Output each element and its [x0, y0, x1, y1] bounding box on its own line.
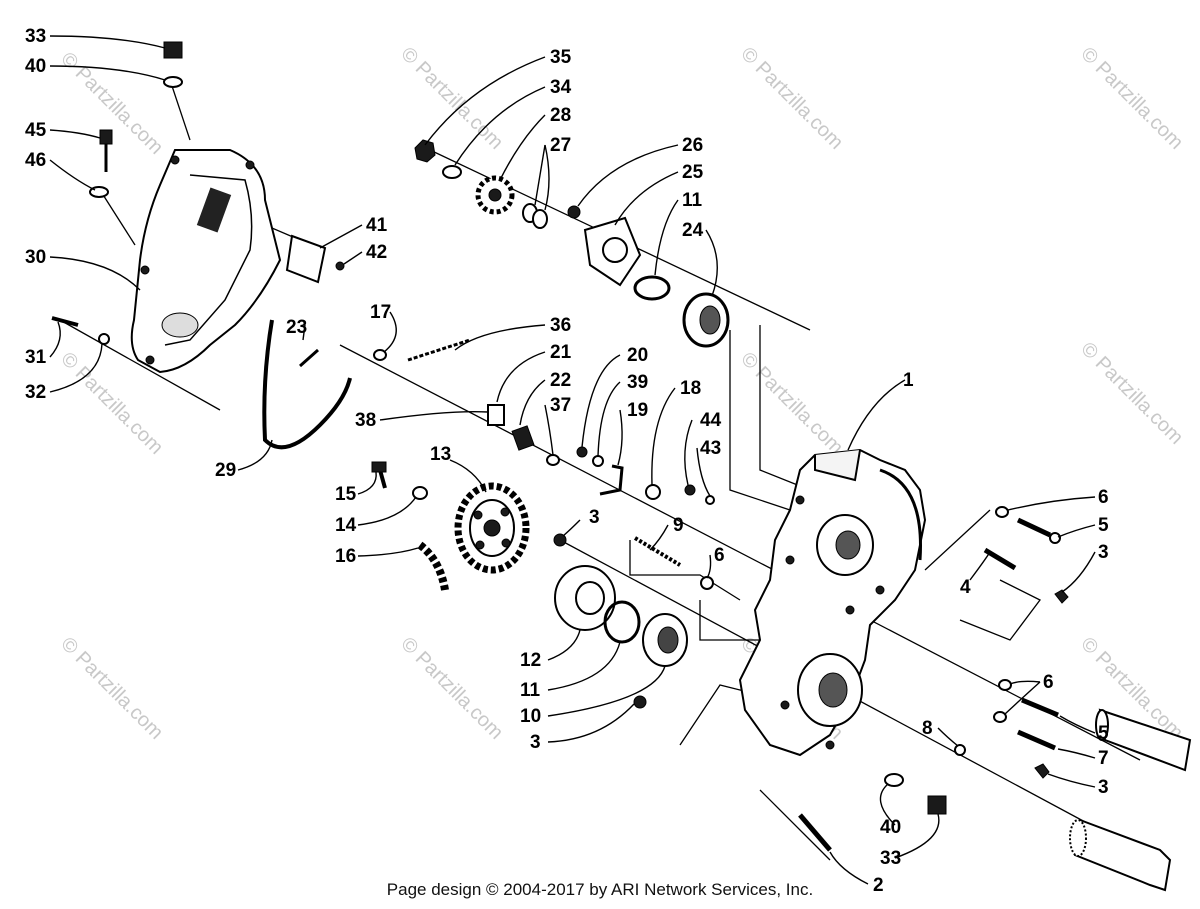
sprocket-assembly	[371, 461, 530, 591]
callout-5: 5	[1098, 515, 1109, 536]
fill-plug	[163, 41, 183, 88]
callout-14: 14	[335, 515, 357, 536]
callout-20: 20	[627, 345, 648, 366]
callout-15: 15	[335, 484, 357, 505]
callout-32: 32	[25, 382, 46, 403]
callout-38: 38	[355, 410, 376, 431]
callout-23: 23	[286, 317, 307, 338]
callout-16: 16	[335, 546, 356, 567]
callout-6: 6	[714, 545, 725, 566]
cover-bolt	[51, 316, 110, 345]
callout-7: 7	[1098, 748, 1109, 769]
watermark-layer: © Partzilla.com © Partzilla.com © Partzi…	[56, 43, 1187, 744]
callout-12: 12	[520, 650, 541, 671]
gear-case-cover	[130, 149, 282, 374]
callout-39: 39	[627, 372, 648, 393]
callout-40: 40	[25, 56, 46, 77]
callout-11: 11	[682, 190, 703, 211]
callout-9: 9	[673, 515, 684, 536]
page-footer: Page design © 2004-2017 by ARI Network S…	[386, 880, 814, 899]
callout-13: 13	[430, 444, 451, 465]
callout-30: 30	[25, 247, 46, 268]
watermark: © Partzilla.com	[1076, 338, 1187, 449]
callout-2: 2	[873, 875, 884, 896]
watermark: © Partzilla.com	[736, 43, 847, 154]
callout-5: 5	[1098, 723, 1109, 744]
level-plug	[89, 129, 113, 198]
callout-40: 40	[880, 817, 901, 838]
callout-21: 21	[550, 342, 572, 363]
callout-42: 42	[366, 242, 387, 263]
splined-shafts	[1069, 708, 1192, 892]
watermark: © Partzilla.com	[396, 43, 507, 154]
callout-19: 19	[627, 400, 648, 421]
callout-3: 3	[530, 732, 541, 753]
callout-33: 33	[880, 848, 901, 869]
callout-34: 34	[550, 77, 572, 98]
callout-45: 45	[25, 120, 47, 141]
callout-3: 3	[1098, 542, 1109, 563]
callout-8: 8	[922, 718, 933, 739]
callout-26: 26	[682, 135, 703, 156]
callout-4: 4	[960, 577, 971, 598]
watermark: © Partzilla.com	[736, 348, 847, 459]
callout-6: 6	[1098, 487, 1109, 508]
callout-18: 18	[680, 378, 701, 399]
drive-chain-cable	[262, 319, 352, 450]
callout-36: 36	[550, 315, 571, 336]
callout-25: 25	[682, 162, 704, 183]
callout-6: 6	[1043, 672, 1054, 693]
chaincase-housing	[738, 448, 927, 757]
callout-31: 31	[25, 347, 47, 368]
watermark: © Partzilla.com	[396, 633, 507, 744]
bottom-hardware	[798, 773, 947, 852]
watermark: © Partzilla.com	[56, 633, 167, 744]
callout-3: 3	[1098, 777, 1109, 798]
callout-24: 24	[682, 220, 704, 241]
callout-11: 11	[520, 680, 541, 701]
leader-lines	[49, 35, 1096, 885]
callout-27: 27	[550, 135, 571, 156]
upper-shaft-parts	[414, 139, 730, 348]
callout-29: 29	[215, 460, 236, 481]
middle-shaft-parts	[373, 338, 715, 505]
lower-shaft-parts	[553, 533, 714, 709]
callout-28: 28	[550, 105, 571, 126]
callout-43: 43	[700, 438, 721, 459]
callout-3: 3	[589, 507, 600, 528]
callout-10: 10	[520, 706, 541, 727]
callout-46: 46	[25, 150, 46, 171]
callout-labels: 33 40 45 46 30 31 32 41 42 23 29 35 34 2…	[25, 26, 1109, 896]
callout-44: 44	[700, 410, 722, 431]
callout-22: 22	[550, 370, 571, 391]
callout-33: 33	[25, 26, 46, 47]
callout-17: 17	[370, 302, 391, 323]
callout-35: 35	[550, 47, 572, 68]
watermark: © Partzilla.com	[1076, 43, 1187, 154]
callout-1: 1	[903, 370, 914, 391]
gasket-plate	[285, 234, 345, 284]
callout-41: 41	[366, 215, 388, 236]
callout-37: 37	[550, 395, 571, 416]
right-hardware	[954, 506, 1069, 779]
